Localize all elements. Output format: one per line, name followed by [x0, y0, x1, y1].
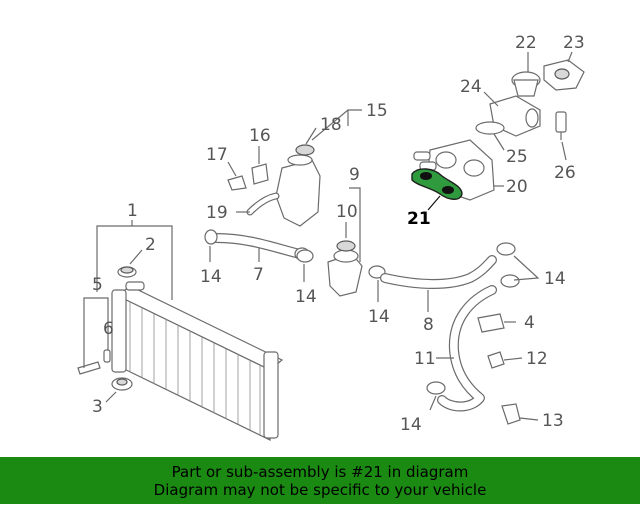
reservoir-bracket [227, 163, 269, 191]
gasket-part-21 [411, 168, 463, 200]
callout-22: 22 [515, 33, 537, 53]
banner-line-2: Diagram may not be specific to your vehi… [153, 480, 487, 499]
callout-10: 10 [336, 202, 358, 222]
banner-line-1: Part or sub-assembly is #21 in diagram [171, 462, 469, 481]
radiator [111, 281, 284, 441]
thermostat [511, 71, 541, 97]
lower-hose [380, 255, 497, 289]
upper-hose [204, 229, 310, 261]
callout-16: 16 [249, 126, 271, 146]
callout-9: 9 [349, 165, 360, 185]
callout-23: 23 [563, 33, 585, 53]
callout-11: 11 [414, 349, 436, 369]
callout-1: 1 [127, 201, 138, 221]
callout-5: 5 [92, 275, 103, 295]
temperature-sensor [555, 111, 567, 140]
callout-17: 17 [206, 145, 228, 165]
callout-3: 3 [92, 397, 103, 417]
drain-fitting [501, 403, 521, 425]
leader-lines [83, 51, 573, 421]
callout-14e: 14 [400, 415, 422, 435]
callout-14d: 14 [544, 269, 566, 289]
callout-8: 8 [423, 315, 434, 335]
callout-21: 21 [407, 209, 431, 229]
callout-18: 18 [320, 115, 342, 135]
bypass-clamp [487, 351, 505, 369]
callout-4: 4 [524, 313, 535, 333]
callout-19: 19 [206, 203, 228, 223]
mount-bracket [77, 349, 111, 375]
callout-13: 13 [542, 411, 564, 431]
hose-fitting [477, 313, 505, 333]
callout-15: 15 [366, 101, 388, 121]
callout-24: 24 [460, 77, 482, 97]
callout-2: 2 [145, 235, 156, 255]
callout-20: 20 [506, 177, 528, 197]
callout-6: 6 [103, 319, 114, 339]
radiator-cap [117, 266, 137, 278]
reservoir-tank [275, 144, 321, 227]
callout-14a: 14 [200, 267, 222, 287]
callout-14c: 14 [368, 307, 390, 327]
housing-cover [543, 59, 585, 91]
callout-26: 26 [554, 163, 576, 183]
bypass-hose [437, 285, 497, 412]
callout-labels: 1 2 3 4 5 6 7 8 9 10 11 12 13 14 14 14 1… [92, 33, 585, 435]
overflow-hose [246, 192, 280, 216]
callout-25: 25 [506, 147, 528, 167]
drain-plug [111, 377, 133, 391]
callout-12: 12 [526, 349, 548, 369]
water-outlet [327, 240, 363, 297]
info-banner: Part or sub-assembly is #21 in diagram D… [0, 457, 640, 504]
pipe-gasket [475, 121, 505, 135]
callout-14b: 14 [295, 287, 317, 307]
callout-7: 7 [253, 265, 264, 285]
